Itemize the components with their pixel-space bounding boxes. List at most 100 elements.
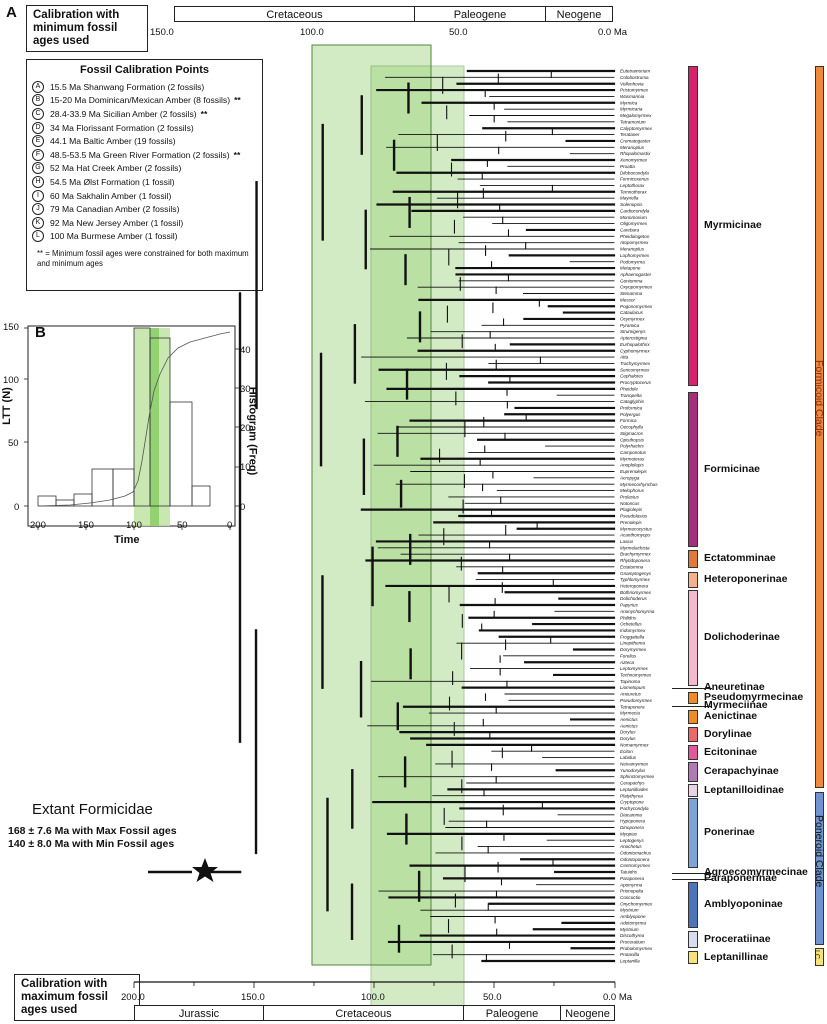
poneroid-clade-bar [815,792,824,945]
taxon-label: Linepithema [620,641,645,646]
ltt-histogram-inset [24,325,239,530]
taxon-label: Ocymyrmex [620,317,645,322]
subfamily-bar [688,692,698,704]
taxon-label: Discothyrea [620,933,645,938]
bottom-tick-100: 100.0 [361,992,385,1003]
legend-letter-icon: J [32,203,44,216]
legend-item-star: ** [234,95,241,106]
taxon-label: Leptanilla [620,959,640,964]
bottom-period-paleogene: Paleogene [463,1005,561,1021]
hist-tick-20: 20 [240,423,251,434]
subfamily-bar [688,745,698,760]
taxon-label: Aphaenogaster [619,272,652,277]
taxon-label: Heteroponera [620,584,649,589]
taxon-label: Nomamyrmex [620,742,649,747]
subfamily-label: Leptanilloidinae [704,783,784,796]
subfamily-label: Cerapachyinae [704,765,779,777]
taxon-label: Myrmecia [620,711,640,716]
taxon-label: Pogonomyrmex [620,304,653,309]
panel-b-label: B [35,324,46,341]
taxon-label: Cryptopone [620,800,644,805]
taxon-label: Iridomyrmex [620,628,646,633]
taxon-label: Temnothorax [620,189,647,194]
taxon-label: Ochetellus [620,622,642,627]
lc-clade-label: LC [813,950,820,959]
lc-clade-bar [815,948,824,966]
taxon-label: Myrmelachista [620,545,650,550]
calibration-min-text: Calibration with minimum fossil ages use… [33,9,120,47]
taxon-label: Rhytidoponera [620,558,650,563]
taxon-label: Meranoplus [620,247,645,252]
max-calibration-window [370,65,465,1009]
taxon-label: Dorymyrmex [620,647,647,652]
taxon-label: Leptomyrmex [620,666,649,671]
bottom-tick-50: 50.0 [483,992,502,1003]
subfamily-bar [672,873,712,874]
taxon-label: Aenictus [619,723,638,728]
taxon-label: Anoplolepis [619,463,644,468]
subfamily-bar [688,762,698,782]
taxon-label: Lasius [620,539,634,544]
root-star [192,858,218,882]
taxon-label: Onychomyrmex [620,901,653,906]
taxon-label: Prionopelta [620,889,644,894]
bottom-tick-150: 150.0 [241,992,265,1003]
taxon-label: Oecophylla [620,425,643,430]
taxon-label: Camponotus [620,450,647,455]
taxon-label: Plagiolepis [620,507,643,512]
taxon-label: Oxyopomyrmex [620,285,653,290]
legend-letter-icon: A [32,80,44,93]
taxon-label: Myopias [620,831,638,836]
taxon-label: Amblyopone [619,914,646,919]
legend-item-text: 60 Ma Sakhalin Amber (1 fossil) [50,190,172,201]
legend-note: ** = Minimum fossil ages were constraine… [37,249,249,269]
subfamily-label: Agroecomyrmecinae [704,866,808,878]
taxon-label: Azteca [619,660,634,665]
taxon-label: Sphinctomyrmex [620,774,655,779]
hist-tick-40: 40 [240,345,251,356]
taxon-label: Leptogenys [620,838,644,843]
subfamily-bar [688,798,698,868]
subfamily-bar [688,66,698,386]
taxon-label: Apterostigma [619,336,648,341]
subfamily-bar [688,550,698,568]
legend-letter-icon: D [32,121,44,134]
taxon-label: Aenictus [619,717,638,722]
taxon-label: Solenopsis [620,202,643,207]
taxon-label: Formica [620,418,637,423]
legend-item: I 60 Ma Sakhalin Amber (1 fossil) [27,189,262,203]
hist-tick-10: 10 [240,462,251,473]
legend-item-star: ** [200,108,208,119]
taxon-label: Platythyrea [620,793,643,798]
taxon-label: Calyptomyrmex [620,126,653,131]
legend-item-text: 28.4-33.9 Ma Sicilian Amber (2 fossils) [50,108,197,119]
legend-letter-icon: E [32,135,44,148]
taxon-label: Metapone [620,266,641,271]
taxon-label: Mayriella [620,196,639,201]
subfamily-label: Amblyoponinae [704,898,783,910]
taxon-label: Papyrius [620,603,639,608]
bottom-axis-line [133,981,616,988]
taxon-label: Labidus [620,755,637,760]
taxon-label: Pheidologeton [620,234,650,239]
taxon-label: Bothriomyrmex [620,590,652,595]
legend-letter-icon: I [32,189,44,202]
taxon-label: Eciton [620,749,633,754]
ltt-tick-50: 50 [8,438,19,449]
taxon-label: Carebara [620,228,640,233]
taxon-label: Melophorus [620,488,645,493]
taxon-label: Pyramica [620,323,640,328]
taxon-label: Centromyrmex [620,863,651,868]
taxon-label: Proformica [620,406,643,411]
subfamily-label: Myrmicinae [704,219,762,231]
taxon-label: Stenamma [620,291,643,296]
subfamily-label: Dorylinae [704,727,752,740]
subfamily-label: Heteroponerinae [704,573,788,585]
